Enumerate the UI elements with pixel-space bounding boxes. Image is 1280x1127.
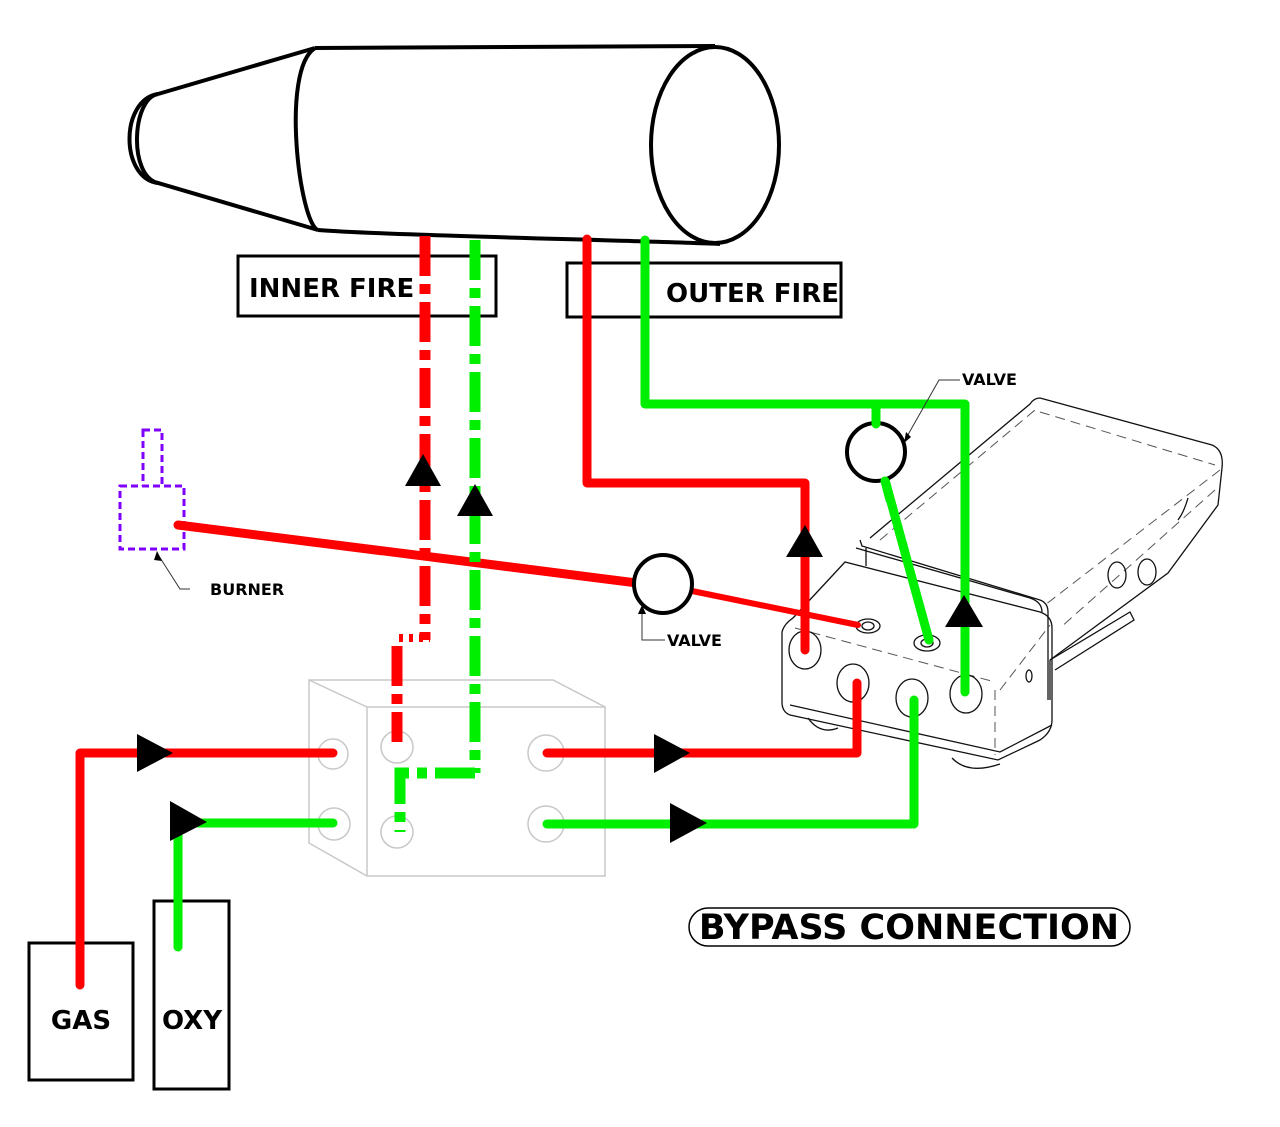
torch-cylinder-back [293, 46, 320, 232]
torch-cylinder-bottom [317, 228, 721, 246]
arrow-right-icon [170, 801, 207, 841]
bypass-valve-unit [781, 397, 1223, 769]
gas-lines [75, 234, 862, 990]
gas-outer-fire-line [582, 234, 810, 655]
arrow-up-icon [786, 525, 823, 557]
valve-block [781, 561, 1053, 761]
oxy-tank: OXY [152, 899, 231, 1091]
valve-icon [845, 421, 907, 483]
burner-body [118, 484, 186, 551]
burner-nozzle [141, 428, 164, 488]
gas-bypass-out-line [542, 678, 862, 758]
oxygen-valve-to-unit [880, 475, 934, 645]
valve-middle-label: VALVE [667, 631, 722, 650]
burner: BURNER [118, 428, 284, 599]
gas-tank-label: GAS [51, 1006, 111, 1036]
oxy-tank-box [152, 899, 231, 1091]
oxygen-bypass-out-line [542, 695, 919, 829]
gas-burner-line [173, 520, 642, 588]
oxygen-inner-fire-connector [394, 767, 475, 832]
arrow-up-icon [405, 454, 441, 486]
oxy-tank-label: OXY [162, 1006, 223, 1036]
valve-burner: VALVE [632, 553, 722, 650]
outer-fire-label: OUTER FIRE [565, 261, 843, 319]
burner-label: BURNER [210, 580, 284, 599]
title-pill [688, 907, 1131, 947]
torch-cone-front [135, 92, 159, 185]
inner-fire-box [236, 254, 498, 318]
gas-supply-line [75, 748, 338, 990]
inner-fire-label: INNER FIRE [236, 254, 498, 318]
oxygen-lines [173, 235, 970, 952]
flow-arrows [137, 454, 983, 843]
arrow-right-icon [654, 734, 690, 773]
arrow-up-icon [945, 595, 983, 627]
torch-cone [127, 46, 319, 232]
oxygen-outer-fire-line [640, 235, 970, 697]
outer-fire-box [565, 261, 843, 319]
diagram-title: BYPASS CONNECTION [688, 907, 1131, 948]
valve-outer-fire: VALVE [845, 370, 1017, 505]
valve-icon [632, 553, 694, 615]
valve-top-label: VALVE [962, 370, 1017, 389]
outer-fire-text: OUTER FIRE [666, 279, 839, 309]
torch-cylinder-end [649, 45, 781, 245]
torch-cylinder-top [314, 44, 716, 50]
title-text: BYPASS CONNECTION [699, 908, 1119, 948]
inner-fire-text: INNER FIRE [249, 274, 414, 304]
gas-valve-burner-line [689, 588, 861, 628]
arrow-up-icon [457, 484, 493, 516]
arrow-right-icon [137, 734, 173, 772]
pedal-top [1039, 397, 1223, 661]
arrow-right-icon [670, 803, 707, 843]
torch-body [127, 44, 781, 246]
